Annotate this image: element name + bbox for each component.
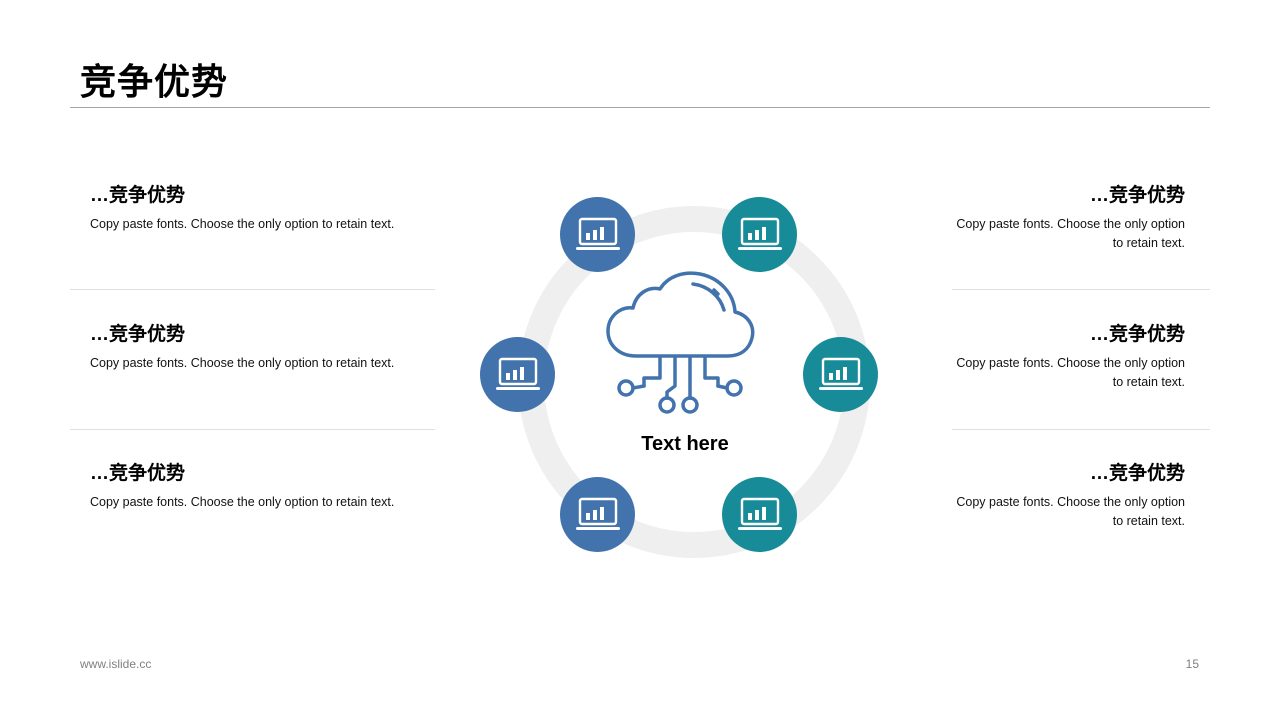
item-title: …竞争优势 (90, 324, 186, 345)
left-item-1: …竞争优势 Copy paste fonts. Choose the only … (90, 184, 450, 234)
footer-url: www.islide.cc (80, 657, 152, 671)
item-description: Copy paste fonts. Choose the only option… (935, 215, 1185, 253)
item-description: Copy paste fonts. Choose the only option… (935, 354, 1185, 392)
item-description: Copy paste fonts. Choose the only option… (90, 495, 395, 509)
item-description-line: Copy paste fonts. Choose the only option (956, 217, 1185, 231)
item-description-line: to retain text. (1112, 514, 1185, 528)
item-title: …竞争优势 (90, 185, 186, 206)
left-item-3: …竞争优势 Copy paste fonts. Choose the only … (90, 462, 450, 512)
center-label: Text here (641, 433, 729, 455)
laptop-chart-icon (560, 477, 635, 552)
item-description: Copy paste fonts. Choose the only option… (935, 493, 1185, 531)
right-item-2: …竞争优势 Copy paste fonts. Choose the only … (935, 323, 1185, 392)
laptop-chart-icon (722, 197, 797, 272)
item-title: …竞争优势 (90, 463, 186, 484)
item-description-line: to retain text. (1112, 375, 1185, 389)
laptop-chart-icon (560, 197, 635, 272)
left-divider (70, 429, 435, 430)
item-description-line: Copy paste fonts. Choose the only option (956, 495, 1185, 509)
item-description-line: Copy paste fonts. Choose the only option (956, 356, 1185, 370)
laptop-chart-icon (722, 477, 797, 552)
left-item-2: …竞争优势 Copy paste fonts. Choose the only … (90, 323, 450, 373)
title-divider (70, 107, 1210, 108)
right-divider (952, 289, 1210, 290)
item-title: …竞争优势 (1089, 324, 1185, 345)
laptop-chart-icon (480, 337, 555, 412)
right-divider (952, 429, 1210, 430)
right-item-1: …竞争优势 Copy paste fonts. Choose the only … (935, 184, 1185, 253)
item-description: Copy paste fonts. Choose the only option… (90, 356, 395, 370)
cloud-network-icon (606, 271, 755, 414)
item-title: …竞争优势 (1089, 463, 1185, 484)
item-title: …竞争优势 (1089, 185, 1185, 206)
page-number: 15 (1185, 657, 1199, 671)
right-item-3: …竞争优势 Copy paste fonts. Choose the only … (935, 462, 1185, 531)
slide-title: 竞争优势 (80, 61, 229, 102)
item-description-line: to retain text. (1112, 236, 1185, 250)
laptop-chart-icon (803, 337, 878, 412)
left-divider (70, 289, 435, 290)
item-description: Copy paste fonts. Choose the only option… (90, 217, 395, 231)
